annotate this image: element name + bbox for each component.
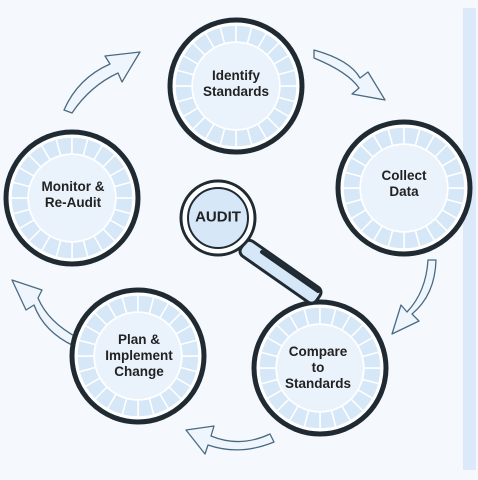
step-circles — [3, 17, 473, 437]
magnifier-icon — [179, 179, 323, 305]
ring-segment — [179, 339, 200, 357]
ring-segment — [361, 351, 382, 369]
step-label-monitor-re-audit: Monitor & Re-Audit — [41, 179, 105, 210]
side-stripe — [463, 8, 476, 470]
cycle-arrows — [11, 49, 437, 455]
step-inner-disc — [361, 145, 447, 231]
magnifier-lens — [187, 187, 249, 249]
step-label-plan-implement-change: Plan & Implement Change — [105, 332, 173, 379]
magnifier-handle — [238, 238, 323, 305]
step-inner-disc — [277, 325, 363, 411]
step-circle-compare — [251, 299, 389, 437]
step-label-collect-data: Collect Data — [381, 168, 427, 199]
arrow-monitor-to-identify — [63, 51, 141, 114]
step-circle-collect — [335, 119, 473, 257]
step-inner-disc — [95, 313, 181, 399]
magnifier-handle-detail — [260, 250, 320, 293]
center-audit-label: AUDIT — [195, 208, 241, 226]
ring-segment — [445, 171, 466, 189]
arrow-compare-to-plan — [185, 425, 275, 455]
step-circle-identify — [167, 17, 305, 155]
step-circle-monitor — [3, 129, 141, 267]
step-circle-plan — [69, 287, 207, 425]
arrow-collect-to-compare — [391, 259, 437, 335]
step-inner-disc — [29, 155, 115, 241]
arrow-plan-to-monitor — [11, 279, 79, 347]
arrow-identify-to-collect — [313, 49, 386, 101]
ring-segment — [277, 69, 298, 87]
ring-segment — [113, 181, 134, 199]
step-inner-disc — [193, 43, 279, 129]
step-label-identify-standards: Identify Standards — [202, 68, 270, 99]
step-label-compare-to-standards: Compare to Standards — [284, 344, 352, 391]
